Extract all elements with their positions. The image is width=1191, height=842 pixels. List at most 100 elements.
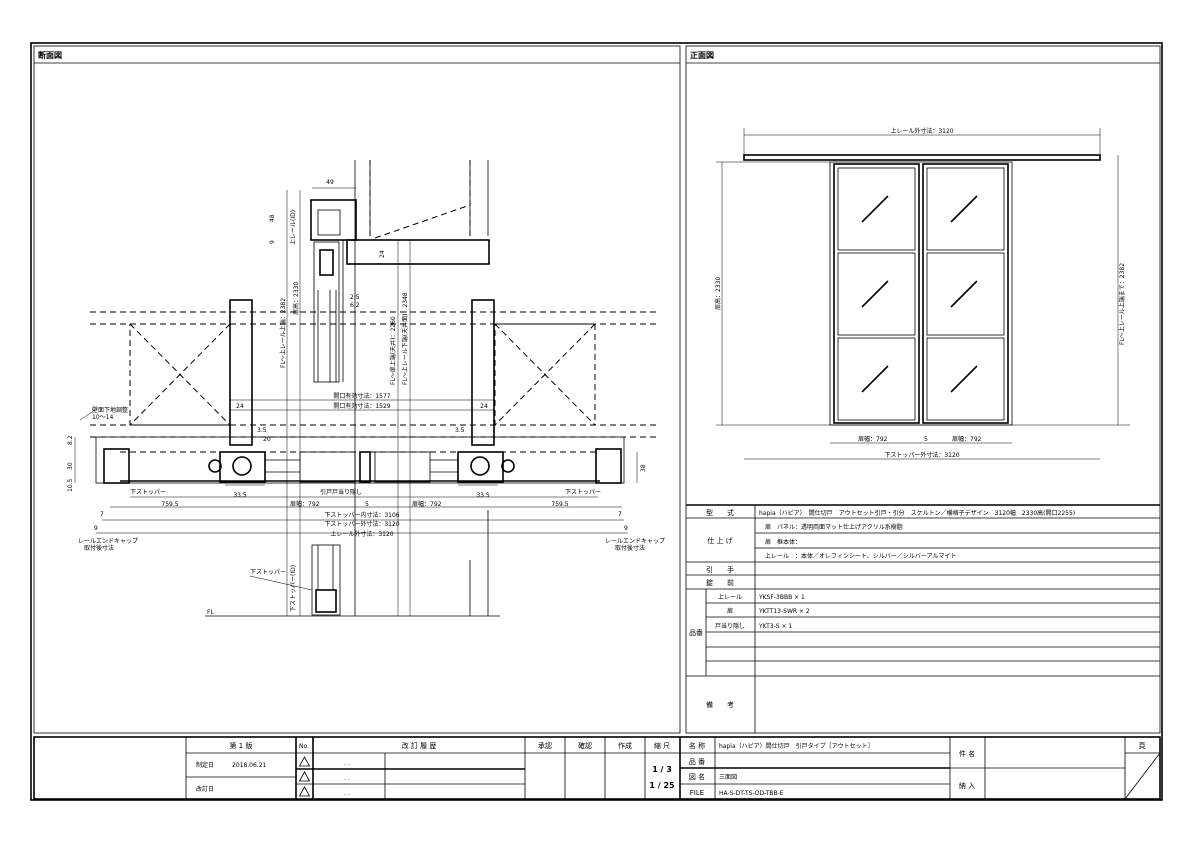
dim-opening-1577: 開口有効寸法：1577 [333,392,390,400]
dim-door-height: 扉高：2330 [292,282,300,315]
dim-7-right: 7 [618,511,622,518]
spec-remarks-label: 備 考 [706,700,734,709]
spec-table: 型 式 hapia（ハピア） 間仕切戸 アウトセット引戸・引分 スケルトン／横格… [686,504,1160,733]
file-value: HA-S-DT-TS-OD-TBB-E [719,790,784,797]
front-door-width-left: 扉幅：792 [858,435,888,443]
front-door-height: 扉高：2330 [714,277,722,310]
stopper-right-label: 下ストッパー [565,489,601,496]
front-fl-rail-top: FL～上レール上端まで：2382 [1118,263,1126,345]
spec-model-value: hapia（ハピア） 間仕切戸 アウトセット引戸・引分 スケルトン／横格子デザイ… [759,509,1075,517]
dim-fl-door-top: FL～扉上端(天井)：2260 [389,316,397,385]
spec-finish-panel: 扉 パネル：透明両面マット仕上げアクリル系樹脂 [765,523,903,531]
dim-opening-1529: 開口有効寸法：1529 [333,402,390,410]
scale-label: 縮 尺 [654,741,670,750]
dim-stopper-outer: 下ストッパー外寸法：3120 [324,520,399,528]
endcap-left-label: レールエンドキャップ [78,538,138,545]
name-value: hapia（ハピア）間仕切戸 引戸タイプ［アウトセット］ [719,742,874,750]
front-view-panel: 正面図 [685,45,1161,734]
dim-30: 30 [67,462,74,470]
spec-lock-label: 錠 前 [706,578,734,587]
drawing-value: 三面図 [719,774,737,781]
spec-handle-label: 引 手 [706,565,734,574]
front-door-width-right: 扉幅：792 [952,435,982,443]
endcap-right-label: レールエンドキャップ [605,538,665,545]
delivery-label: 納 入 [959,781,975,790]
spec-finish-frame: 扉 框本体： [765,538,801,546]
approve-label: 承認 [538,741,552,750]
section-view-title: 断面図 [38,50,62,60]
wall-adjust-label: 壁面下地調整 [92,406,128,414]
sheet-border [30,42,1163,801]
rev-date-2: . . [344,775,350,782]
part-value-rail: YKSF-3BBB × 1 [758,594,805,601]
front-gap: 5 [924,436,928,443]
front-stopper-outer: 下ストッパー外寸法：3120 [884,451,959,459]
part-value-cover: YKT3-S × 1 [758,623,792,630]
endcap-left-sub: 取付後寸法 [84,544,114,552]
dim-759-5-left: 759.5 [161,501,178,508]
create-label: 作成 [618,741,632,750]
dim-20: 20 [263,436,271,443]
stopper-bottom-label: 下ストッパー [250,569,286,576]
dim-9-right: 9 [624,525,628,532]
revision-triangle-icon [298,756,311,797]
front-view-title: 正面図 [690,51,714,60]
dim-38: 38 [640,464,647,472]
revised-label: 改訂日 [196,785,214,793]
dim-9-left: 9 [94,525,98,532]
part-name-rail: 上レール [718,593,742,601]
dim-stopper-id: 下ストッパー(ID) [290,565,297,612]
scale-1: 1 / 3 [652,765,672,774]
dim-3-5-right: 3.5 [455,427,465,434]
dim-8-2: 8.2 [67,435,74,445]
door-right [922,163,1009,424]
front-drawing: 上レール外寸法：3120 扉高：2330 FL～上レール上端まで：2382 [714,127,1130,460]
door-left [833,163,920,424]
dim-759-5-right: 759.5 [551,501,568,508]
dim-10-5: 10.5 [67,478,74,492]
name-label: 名 称 [689,741,705,750]
section-drawing: 49 48 9 上レール(ID) FL～上レール上端：2382 扉高：2330 … [67,160,665,617]
dim-door-width-left: 扉幅：792 [290,500,320,508]
drawing-label: 図 名 [689,772,705,781]
part-name-cover: 戸当り隠し [715,622,745,630]
title-block: 第 1 版 制定日 2018.06.21 改訂日 No. 改 訂 履 歴 . .… [33,736,1161,800]
established-label: 制定日 [196,761,214,769]
dim-24-header: 24 [379,250,386,258]
subject-label: 件 名 [959,749,975,758]
dim-6-2: 6.2 [350,302,360,309]
upper-rail [743,154,1101,161]
door-stop-cover-label: 引戸戸当り隠し [320,488,362,496]
dim-48: 48 [269,214,276,222]
part-label: 品 番 [689,758,705,766]
rev-date-3: . . [344,790,350,797]
dim-rail-outer: 上レール外寸法：3120 [330,530,393,538]
section-view-panel: 断面図 [33,45,681,734]
dim-24-right: 24 [480,403,488,410]
endcap-right-sub: 取付後寸法 [615,544,645,552]
dim-stopper-inner: 下ストッパー内寸法：3106 [324,511,399,519]
dim-door-width-right: 扉幅：792 [412,500,442,508]
scale-2: 1 / 25 [649,781,675,790]
rev-date-1: . . [344,760,350,767]
page-label: 頁 [1139,742,1146,750]
dim-2-5: 2.5 [350,294,360,301]
spec-finish-rail: 上レール ：本体／オレフィンシート、シルバー／シルバーアルマイト [765,552,956,560]
check-label: 確認 [578,741,592,750]
no-label: No. [299,743,309,750]
front-rail-outer: 上レール外寸法：3120 [890,127,953,135]
dim-49: 49 [326,179,334,186]
part-value-door: YKTT13-SWR × 2 [758,608,810,615]
part-name-door: 扉 [727,607,733,615]
fl-label: FL [207,609,214,616]
dim-24-left: 24 [236,403,244,410]
dim-gap-5: 5 [365,501,369,508]
dim-9: 9 [269,240,276,244]
dim-33-5-right: 33.5 [476,492,490,499]
dim-3-5-left: 3.5 [257,427,267,434]
spec-model-label: 型 式 [706,508,734,517]
dim-7-left: 7 [100,511,104,518]
history-label: 改 訂 履 歴 [402,741,437,750]
wall-adjust-range: 10～14 [92,414,113,421]
